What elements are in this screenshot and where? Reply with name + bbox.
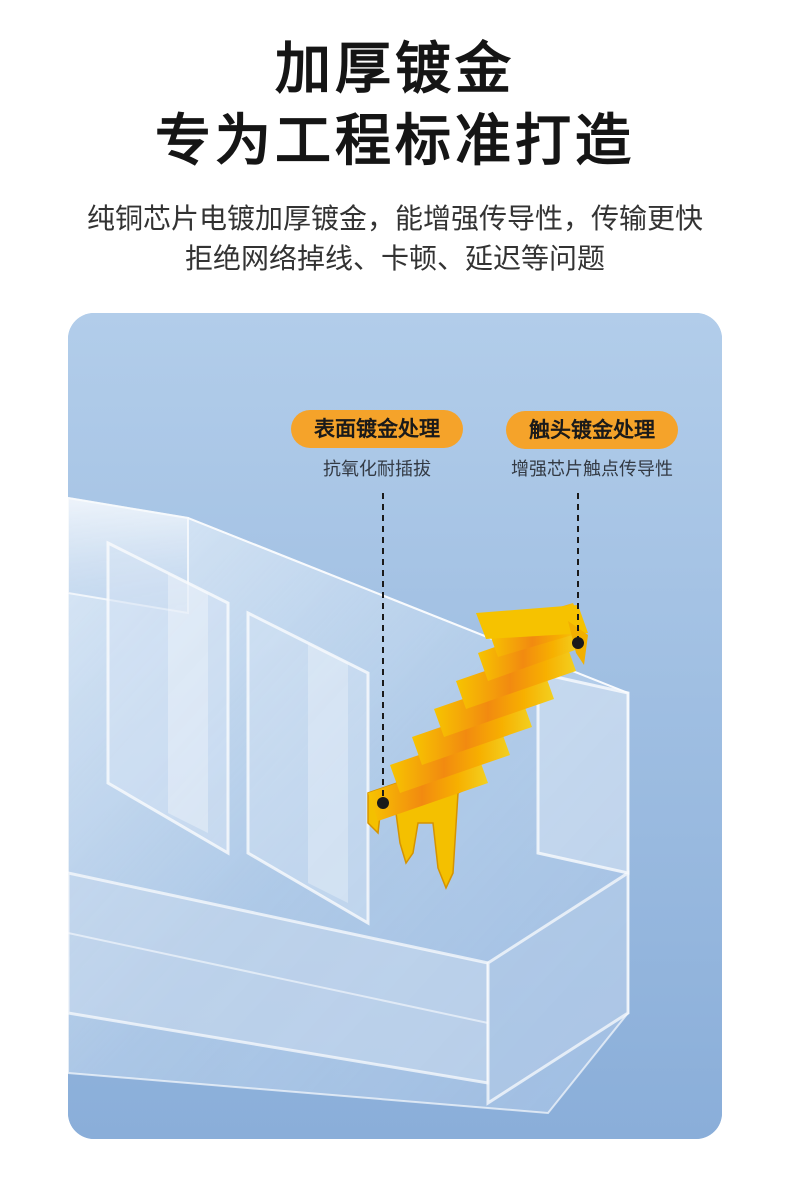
gold-contact-pins <box>367 603 588 890</box>
callout-sub-contact-plating: 增强芯片触点传导性 <box>511 459 673 480</box>
headline-line-1: 加厚镀金 <box>275 37 515 102</box>
callout-label-contact-plating: 触头镀金处理 <box>506 411 678 449</box>
description-line-2: 拒绝网络掉线、卡顿、延迟等问题 <box>184 242 605 275</box>
leader-dot-2 <box>572 637 584 649</box>
rj45-connector-illustration <box>68 313 722 1139</box>
callout-label-surface-plating: 表面镀金处理 <box>291 410 463 448</box>
leader-dot-1 <box>377 797 389 809</box>
headline-line-2: 专为工程标准打造 <box>155 109 635 174</box>
callout-sub-surface-plating: 抗氧化耐插拔 <box>323 459 431 480</box>
description-line-1: 纯铜芯片电镀加厚镀金，能增强传导性，传输更快 <box>86 202 703 235</box>
product-image-panel: 表面镀金处理 抗氧化耐插拔 触头镀金处理 增强芯片触点传导性 <box>68 313 722 1139</box>
